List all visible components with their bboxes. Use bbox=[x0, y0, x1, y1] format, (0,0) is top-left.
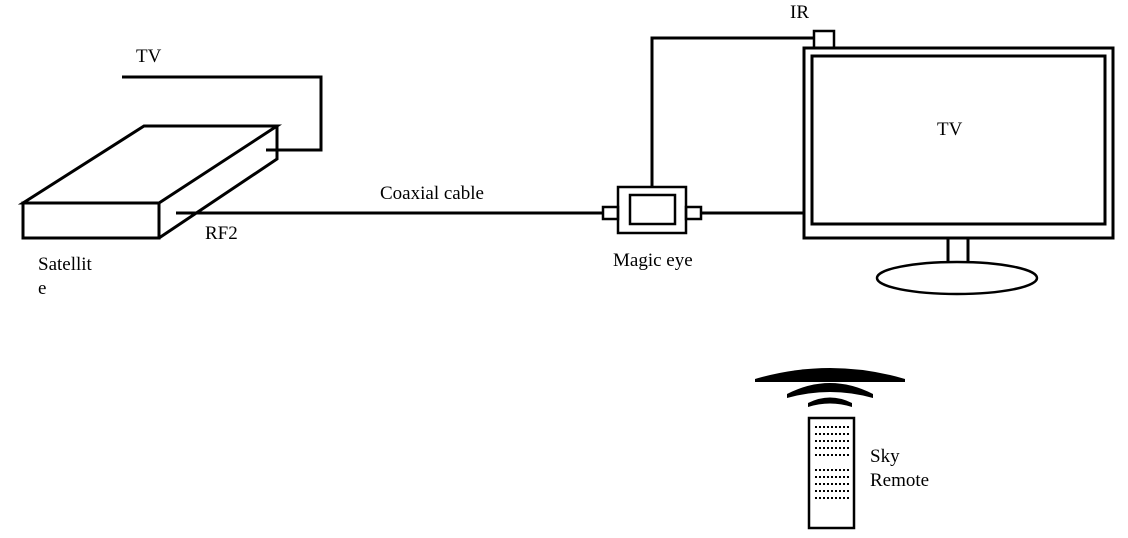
satellite-label-line1: Satellit bbox=[38, 254, 93, 275]
remote-label-line1: Sky bbox=[870, 446, 900, 467]
ir-wire bbox=[650, 36, 814, 187]
magic-eye-device bbox=[601, 185, 703, 235]
ir-sensor bbox=[812, 29, 836, 50]
tv-input-wire bbox=[122, 75, 323, 152]
tv-frame bbox=[802, 46, 1115, 240]
remote-body bbox=[807, 416, 856, 530]
ir-wave-inner bbox=[808, 397, 852, 407]
ir-wave-outer bbox=[755, 368, 905, 382]
tv-set bbox=[802, 46, 1115, 296]
ir-label: IR bbox=[790, 2, 809, 23]
rf2-label: RF2 bbox=[205, 223, 238, 244]
tv-screen-label: TV bbox=[937, 119, 963, 140]
tv-input-label: TV bbox=[136, 46, 162, 67]
satellite-label-line2: e bbox=[38, 278, 46, 299]
magic-eye-label: Magic eye bbox=[613, 250, 693, 271]
tv-screen bbox=[810, 54, 1107, 226]
magic-eye-left-connector bbox=[601, 205, 620, 221]
remote-buttons bbox=[815, 426, 849, 499]
coaxial-cable-label: Coaxial cable bbox=[380, 183, 484, 204]
satellite-box-top bbox=[17, 124, 283, 205]
sky-remote bbox=[807, 416, 856, 530]
ir-signal-waves bbox=[755, 368, 905, 407]
tv-stand bbox=[875, 260, 1039, 296]
satellite-box-front bbox=[21, 201, 161, 240]
remote-label-line2: Remote bbox=[870, 470, 929, 491]
satellite-box-side bbox=[158, 126, 279, 240]
magic-eye-right-connector bbox=[684, 205, 703, 221]
ir-wave-middle bbox=[787, 383, 873, 398]
satellite-box bbox=[17, 124, 283, 240]
magic-eye-window bbox=[628, 193, 677, 226]
